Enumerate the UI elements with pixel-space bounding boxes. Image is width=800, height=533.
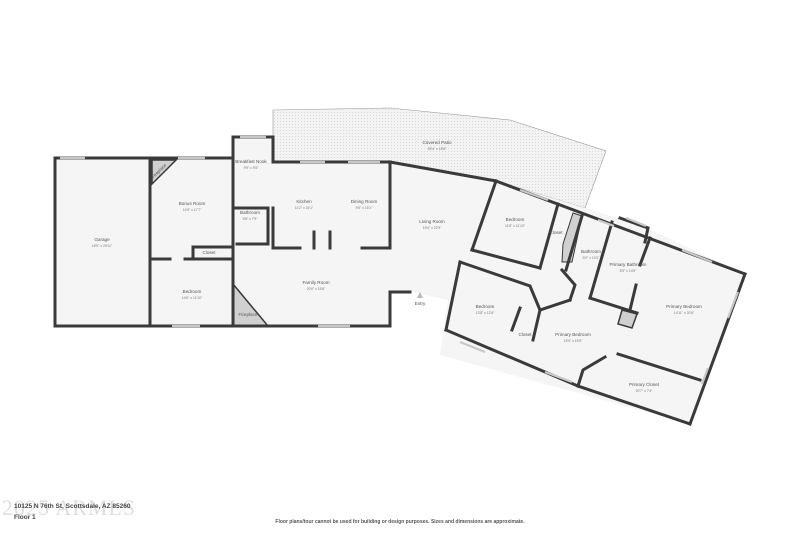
living-room-label: Living Room (419, 219, 445, 224)
bedroom-3-label: Bedroom (476, 304, 495, 309)
family-room-label: Family Room (302, 280, 329, 285)
breakfast-nook-dim: 9'9" x 9'5" (244, 166, 260, 170)
fireplace-family-label: Fireplace (239, 312, 258, 317)
kitchen-dim: 11'2" x 15'1" (295, 206, 314, 210)
closet-3-label: Closet (518, 332, 532, 337)
garage-label: Garage (94, 237, 110, 242)
dining-room-dim: 9'5" x 15'1" (356, 206, 374, 210)
closet-bonus-label: Closet (202, 250, 216, 255)
kitchen-label: Kitchen (296, 199, 312, 204)
bonus-room-label: Bonus Room (179, 201, 206, 206)
primary-bedroom-dim: 14'11" x 20'8" (674, 311, 695, 315)
windows (60, 135, 740, 385)
primary-closet-label: Primary Closet (629, 382, 660, 387)
primary-bathroom-label: Primary Bathroom (609, 262, 646, 267)
family-room-dim: 20'0" x 15'8" (307, 287, 326, 291)
bedroom-2-label: Bedroom (506, 217, 525, 222)
bedroom-1-label: Bedroom (183, 289, 202, 294)
dining-room-label: Dining Room (351, 199, 378, 204)
bathroom-2-dim: 5'0" x 10'0" (583, 256, 601, 260)
living-room-dim: 19'4" x 22'9" (423, 226, 442, 230)
primary-bedroom-2-label: Primary Bedroom (555, 332, 591, 337)
fireplace-bonus-shape (151, 159, 178, 186)
bonus-room-dim: 14'5" x 17'7" (183, 208, 202, 212)
watermark: 2025 ARMLS (2, 495, 137, 520)
covered-patio-dim: 59'4" x 18'8" (428, 147, 447, 151)
primary-bedroom-label: Primary Bedroom (666, 304, 702, 309)
left-wing-floor (55, 137, 745, 424)
primary-closet-dim: 20'7" x 7'4" (636, 389, 654, 393)
covered-patio-label: Covered Patio (422, 140, 452, 145)
bathroom-1-dim: 5'8" x 7'9" (243, 217, 259, 221)
bedroom-2-dim: 11'8" x 11'10" (505, 224, 526, 228)
primary-bathroom-dim: 8'9" x 14'5" (620, 269, 638, 273)
breakfast-nook-label: Breakfast Nook (235, 159, 267, 164)
bedroom-3-dim: 13'8" x 12'6" (476, 311, 495, 315)
disclaimer: Floor plans/tour cannot be used for buil… (275, 519, 525, 525)
garage-dim: 16'0" x 29'11" (92, 244, 113, 248)
floor-label: Floor 1 (14, 514, 36, 521)
property-address: 10125 N 76th St, Scottsdale, AZ 85260 (14, 503, 131, 510)
entry-label: Entry (415, 301, 426, 306)
primary-bedroom-2-dim: 15'0" x 15'5" (564, 339, 583, 343)
entry-arrow-icon (417, 292, 423, 298)
bathroom-1-label: Bathroom (240, 210, 260, 215)
closet-2-label: Closet (549, 230, 563, 235)
bathroom-2-label: Bathroom (581, 249, 601, 254)
bedroom-1-dim: 14'5" x 11'10" (182, 296, 203, 300)
